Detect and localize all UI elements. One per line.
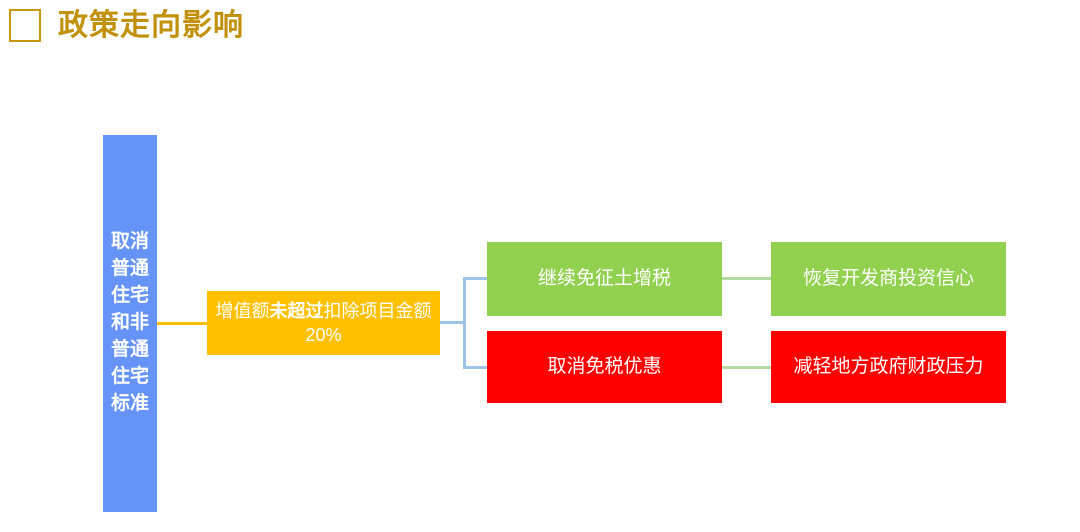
node-result-negative-label: 减轻地方政府财政压力	[793, 356, 984, 378]
connector-condition-to-outcome-positive	[463, 277, 488, 280]
node-condition-label: 增值额未超过扣除项目金额20%	[215, 299, 432, 348]
node-outcome-negative-label: 取消免税优惠	[547, 356, 662, 378]
node-outcome-positive-label: 继续免征土增税	[537, 268, 671, 290]
node-condition-label-prefix: 增值额	[215, 300, 270, 321]
node-outcome-positive[interactable]: 继续免征土增税	[487, 242, 722, 316]
square-outline-icon	[9, 9, 41, 42]
connector-condition-stem	[440, 321, 466, 324]
node-result-positive-label: 恢复开发商投资信心	[802, 268, 974, 290]
node-outcome-negative[interactable]: 取消免税优惠	[487, 331, 722, 403]
page-title: 政策走向影响	[58, 9, 244, 42]
node-root-label: 取消普通住宅和非普通住宅标准	[110, 231, 149, 414]
node-condition-label-emphasis: 未超过	[269, 300, 324, 321]
node-result-negative[interactable]: 减轻地方政府财政压力	[771, 331, 1006, 403]
slide-title-bar: 政策走向影响	[0, 0, 1080, 60]
connector-outcome-negative-to-result	[722, 366, 771, 369]
connector-condition-to-outcome-negative	[463, 366, 488, 369]
node-result-positive[interactable]: 恢复开发商投资信心	[771, 242, 1006, 316]
node-root-policy[interactable]: 取消普通住宅和非普通住宅标准	[103, 135, 157, 512]
node-condition[interactable]: 增值额未超过扣除项目金额20%	[207, 291, 440, 355]
connector-outcome-positive-to-result	[722, 277, 771, 280]
node-condition-label-suffix: 扣除项目金额20%	[305, 300, 432, 345]
connector-condition-spine	[463, 278, 466, 368]
connector-root-to-condition	[157, 322, 208, 325]
